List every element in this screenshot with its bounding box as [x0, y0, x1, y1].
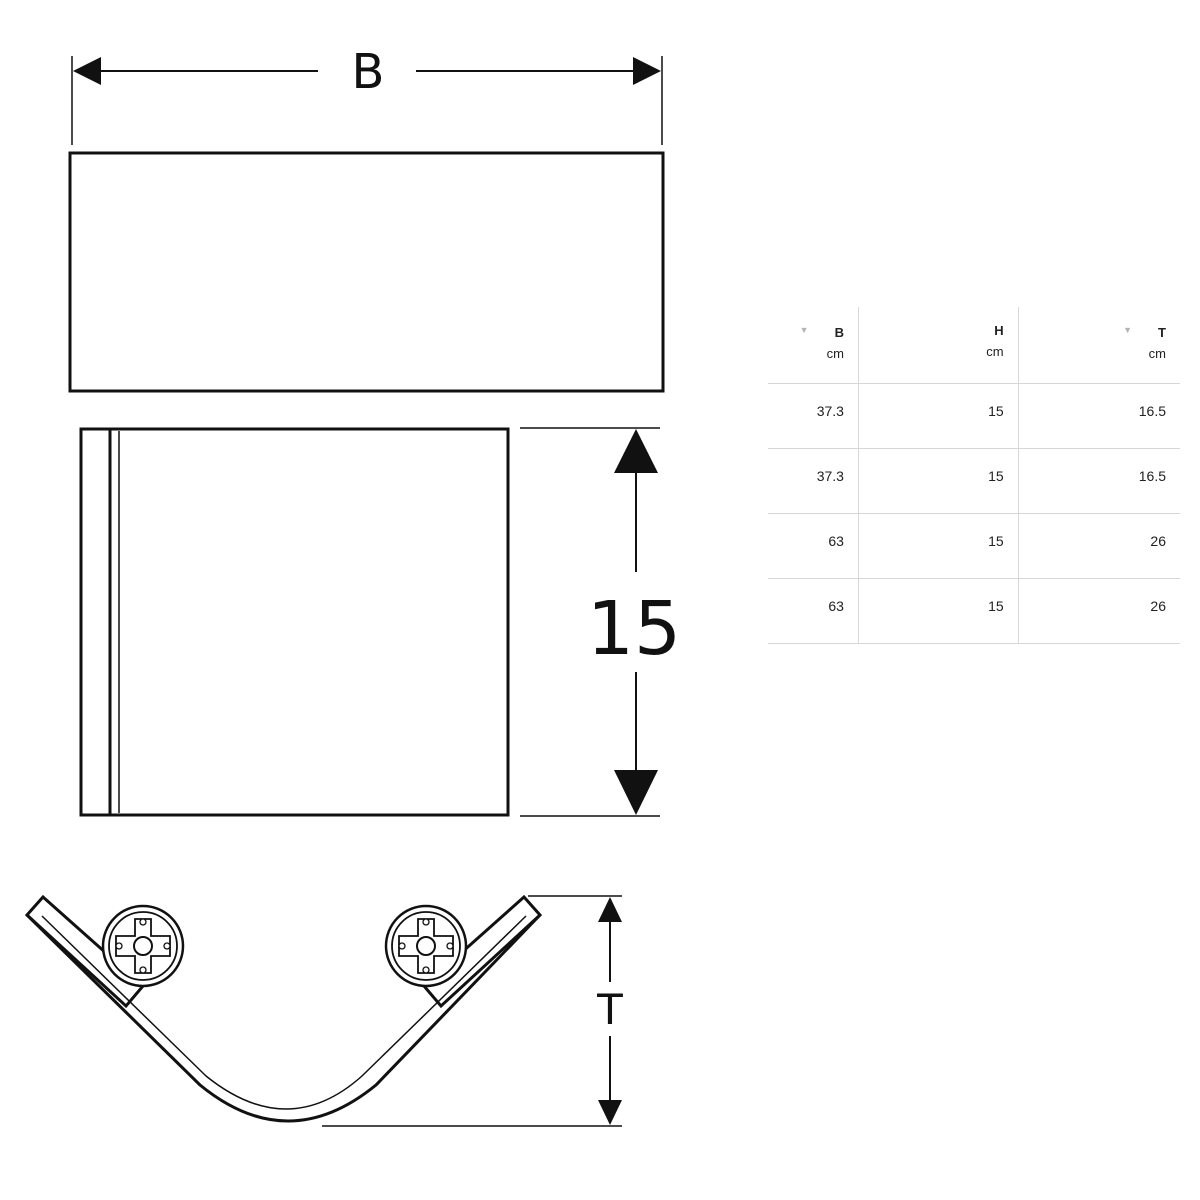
column-unit: cm [826, 346, 844, 361]
table-row: 37.3 15 16.5 [768, 383, 1180, 449]
column-header-t[interactable]: ▼ T cm [1018, 307, 1180, 384]
column-header-b[interactable]: ▼ B cm [768, 307, 859, 384]
dimensions-table: ▼ B cm H cm ▼ T cm 37.3 15 16.5 37.3 15 16… [768, 307, 1180, 644]
table-row: 37.3 15 16.5 [768, 448, 1180, 514]
cell-b: 63 [768, 513, 859, 579]
depth-dimension: T [322, 895, 623, 1127]
wall-mount-right-icon [384, 904, 468, 988]
cell-b: 37.3 [768, 383, 859, 449]
arrow-up-icon [598, 897, 622, 922]
column-header-h: H cm [858, 307, 1019, 384]
cell-b: 37.3 [768, 448, 859, 514]
cell-h: 15 [858, 448, 1019, 514]
column-unit: cm [986, 344, 1004, 359]
column-label: T [1158, 325, 1166, 340]
column-label: B [834, 325, 844, 340]
height-dimension: 15 [520, 427, 681, 817]
arrow-left-icon [73, 57, 101, 85]
cell-h: 15 [858, 513, 1019, 579]
width-label: B [352, 44, 385, 100]
cell-h: 15 [858, 578, 1019, 644]
height-label: 15 [587, 586, 681, 672]
cell-t: 26 [1018, 513, 1180, 579]
arrow-up-icon [614, 429, 658, 473]
column-label: H [994, 323, 1004, 338]
column-unit: cm [1148, 346, 1166, 361]
cell-t: 16.5 [1018, 448, 1180, 514]
cell-t: 16.5 [1018, 383, 1180, 449]
cell-h: 15 [858, 383, 1019, 449]
sort-down-icon[interactable]: ▼ [799, 325, 809, 335]
cell-t: 26 [1018, 578, 1180, 644]
wall-mount-left-icon [101, 904, 185, 988]
sort-down-icon[interactable]: ▼ [1123, 325, 1133, 335]
cell-b: 63 [768, 578, 859, 644]
table-row: 63 15 26 [768, 578, 1180, 644]
top-view [68, 151, 665, 393]
table-row: 63 15 26 [768, 513, 1180, 579]
width-dimension: B [71, 44, 663, 145]
depth-label: T [596, 985, 623, 1034]
arrow-right-icon [633, 57, 661, 85]
table-header-row: ▼ B cm H cm ▼ T cm [768, 307, 1180, 384]
arrow-down-icon [614, 770, 658, 815]
front-view [79, 427, 510, 817]
arrow-down-icon [598, 1100, 622, 1125]
plan-view [24, 894, 543, 1123]
